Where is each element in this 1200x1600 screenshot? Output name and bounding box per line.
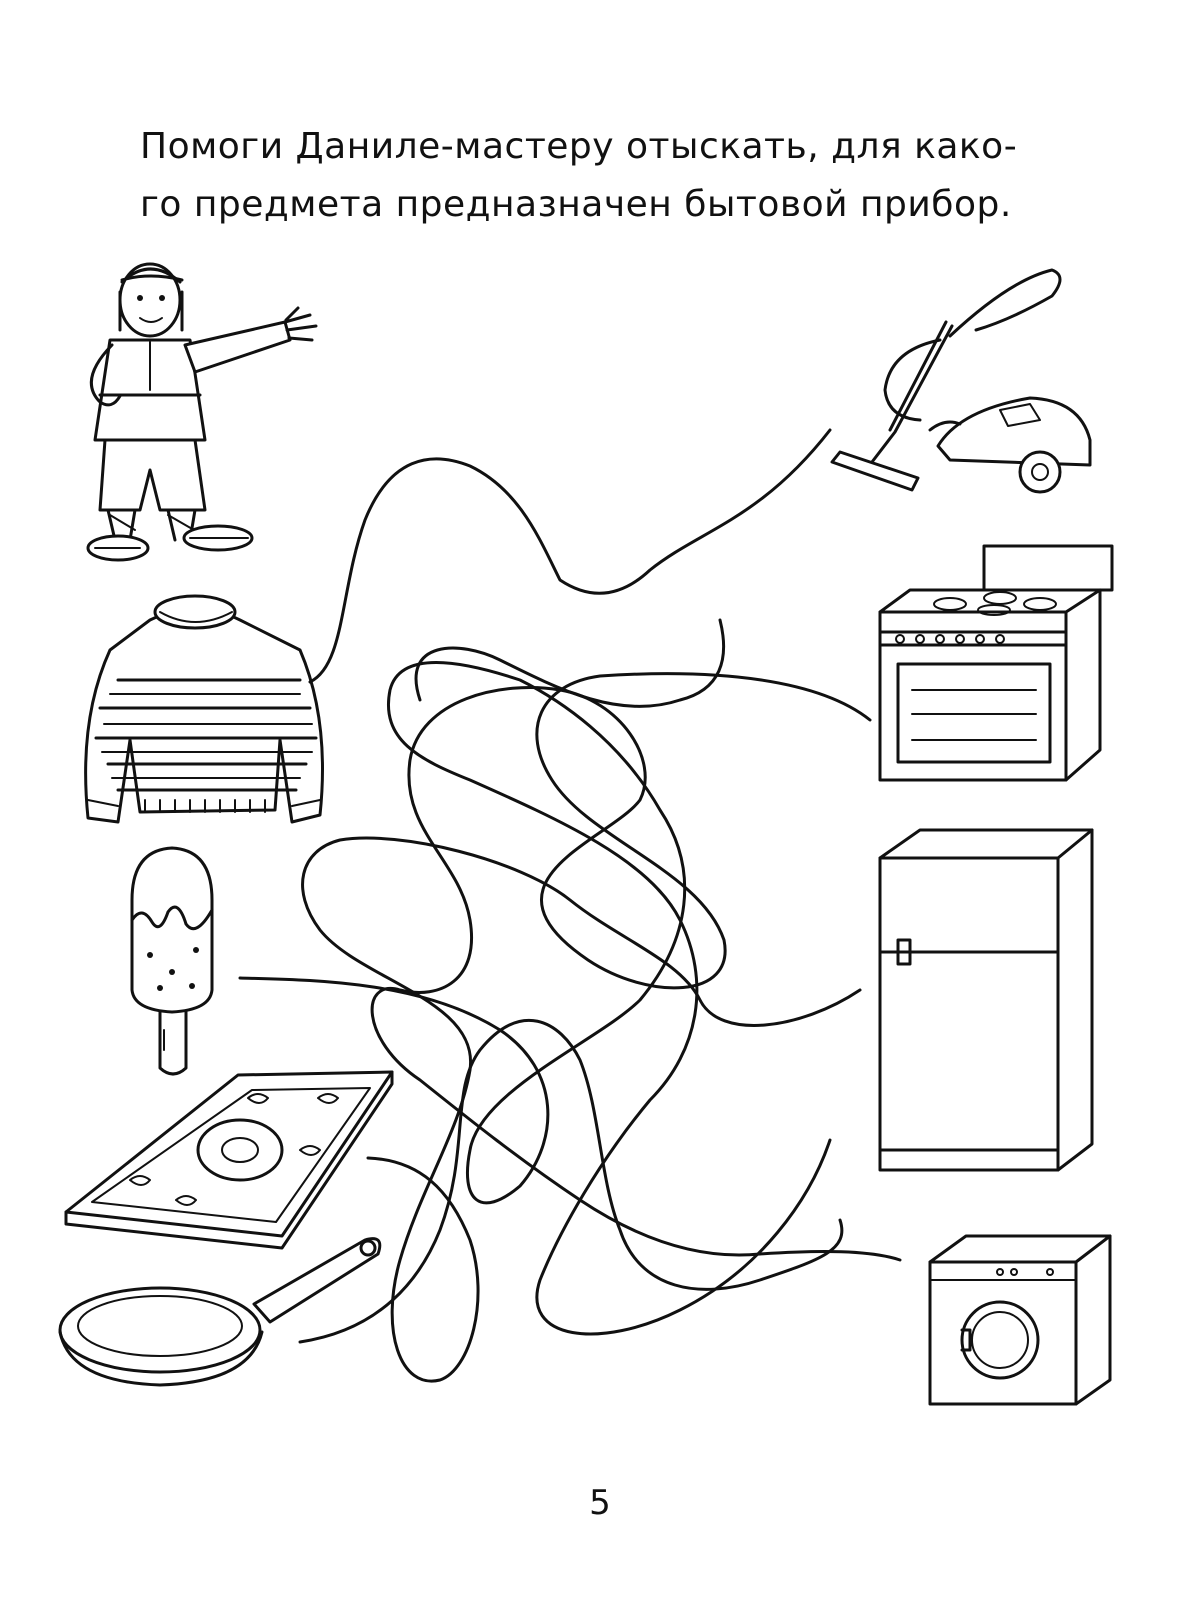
stove-picture <box>878 544 1114 782</box>
maze-line-1 <box>308 428 832 684</box>
danila-master-figure <box>86 262 318 562</box>
frying-pan-picture <box>58 1237 382 1387</box>
washing-machine-picture <box>928 1234 1112 1406</box>
vacuum-cleaner-picture <box>830 268 1092 494</box>
instruction-line-2: го предмета предназначен бытовой прибор. <box>140 184 1012 225</box>
maze-line-6 <box>414 618 726 708</box>
tangled-maze-lines <box>238 428 902 1383</box>
task-instruction: Помоги Даниле-мастеру отыскать, для како… <box>140 118 1080 234</box>
maze-line-4 <box>301 836 862 1383</box>
maze-line-5 <box>298 1019 844 1344</box>
maze-line-2 <box>370 672 902 1262</box>
refrigerator-picture <box>878 828 1094 1172</box>
instruction-line-1: Помоги Даниле-мастеру отыскать, для како… <box>140 126 1018 167</box>
maze-line-3 <box>238 661 832 1336</box>
page-number: 5 <box>589 1483 611 1523</box>
rug-picture <box>64 1070 394 1250</box>
ice-cream-picture <box>130 846 214 1076</box>
sweater-picture <box>84 594 324 824</box>
